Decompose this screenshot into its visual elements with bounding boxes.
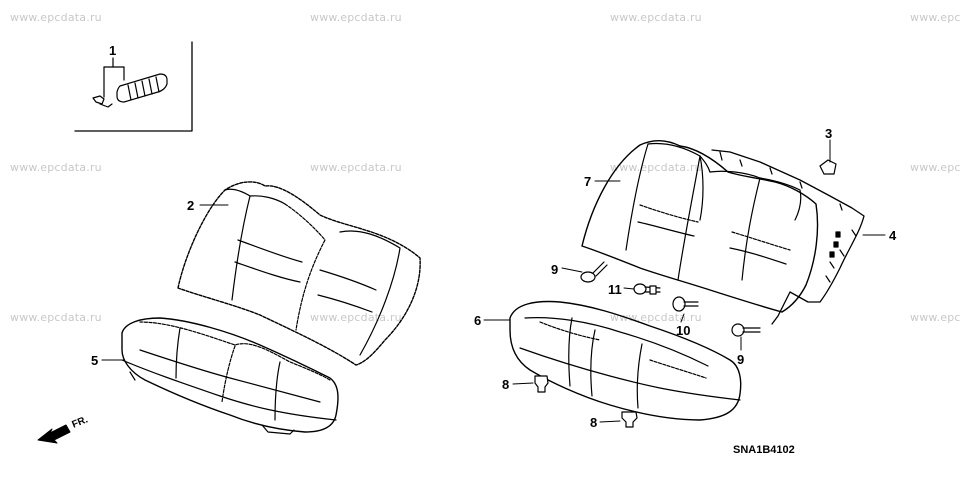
- callout-4: 4: [889, 228, 897, 243]
- nut-part: [633, 283, 661, 295]
- callout-11: 11: [608, 282, 622, 297]
- watermark: www.epcdata.ru: [10, 161, 102, 174]
- watermark: www.epcdata.ru: [910, 161, 960, 174]
- watermark: www.epcdata.ru: [310, 11, 402, 24]
- callout-5: 5: [91, 353, 99, 368]
- diagram-code: SNA1B4102: [733, 444, 795, 456]
- callout-6: 6: [474, 313, 482, 328]
- clip-part: [819, 159, 837, 175]
- watermark: www.epcdata.ru: [910, 11, 960, 24]
- watermark: www.epcdata.ru: [10, 311, 102, 324]
- flange-bolt-part: [580, 261, 608, 283]
- left-seat-back-part: [177, 181, 421, 366]
- callout-10: 10: [676, 323, 691, 338]
- bolt-part: [672, 296, 699, 312]
- cushion-hook-part: [621, 411, 638, 428]
- callout-3: 3: [825, 126, 833, 141]
- right-seat-cushion-part: [509, 300, 742, 421]
- front-direction-arrow: [37, 424, 71, 444]
- callout-2: 2: [187, 198, 195, 213]
- watermark: www.epcdata.ru: [610, 11, 702, 24]
- left-seat-cushion-part: [121, 317, 339, 435]
- lock-clip-assembly-part: [92, 57, 168, 108]
- inset-frame: [74, 41, 193, 132]
- callout-1: 1: [109, 43, 117, 58]
- cushion-hook-part: [534, 375, 549, 393]
- watermark: www.epcdata.ru: [10, 11, 102, 24]
- watermark: www.epcdata.ru: [610, 311, 702, 324]
- watermark: www.epcdata.ru: [910, 311, 960, 324]
- callout-9: 9: [551, 262, 559, 277]
- callout-7: 7: [584, 174, 592, 189]
- callout-9: 9: [737, 352, 745, 367]
- seat-back-frame-part: [711, 149, 865, 325]
- watermark: www.epcdata.ru: [610, 161, 702, 174]
- flange-bolt-part: [731, 323, 761, 337]
- right-seat-back-part: [581, 139, 819, 313]
- callout-8: 8: [590, 415, 598, 430]
- watermark: www.epcdata.ru: [310, 311, 402, 324]
- callout-8: 8: [502, 377, 510, 392]
- watermark: www.epcdata.ru: [310, 161, 402, 174]
